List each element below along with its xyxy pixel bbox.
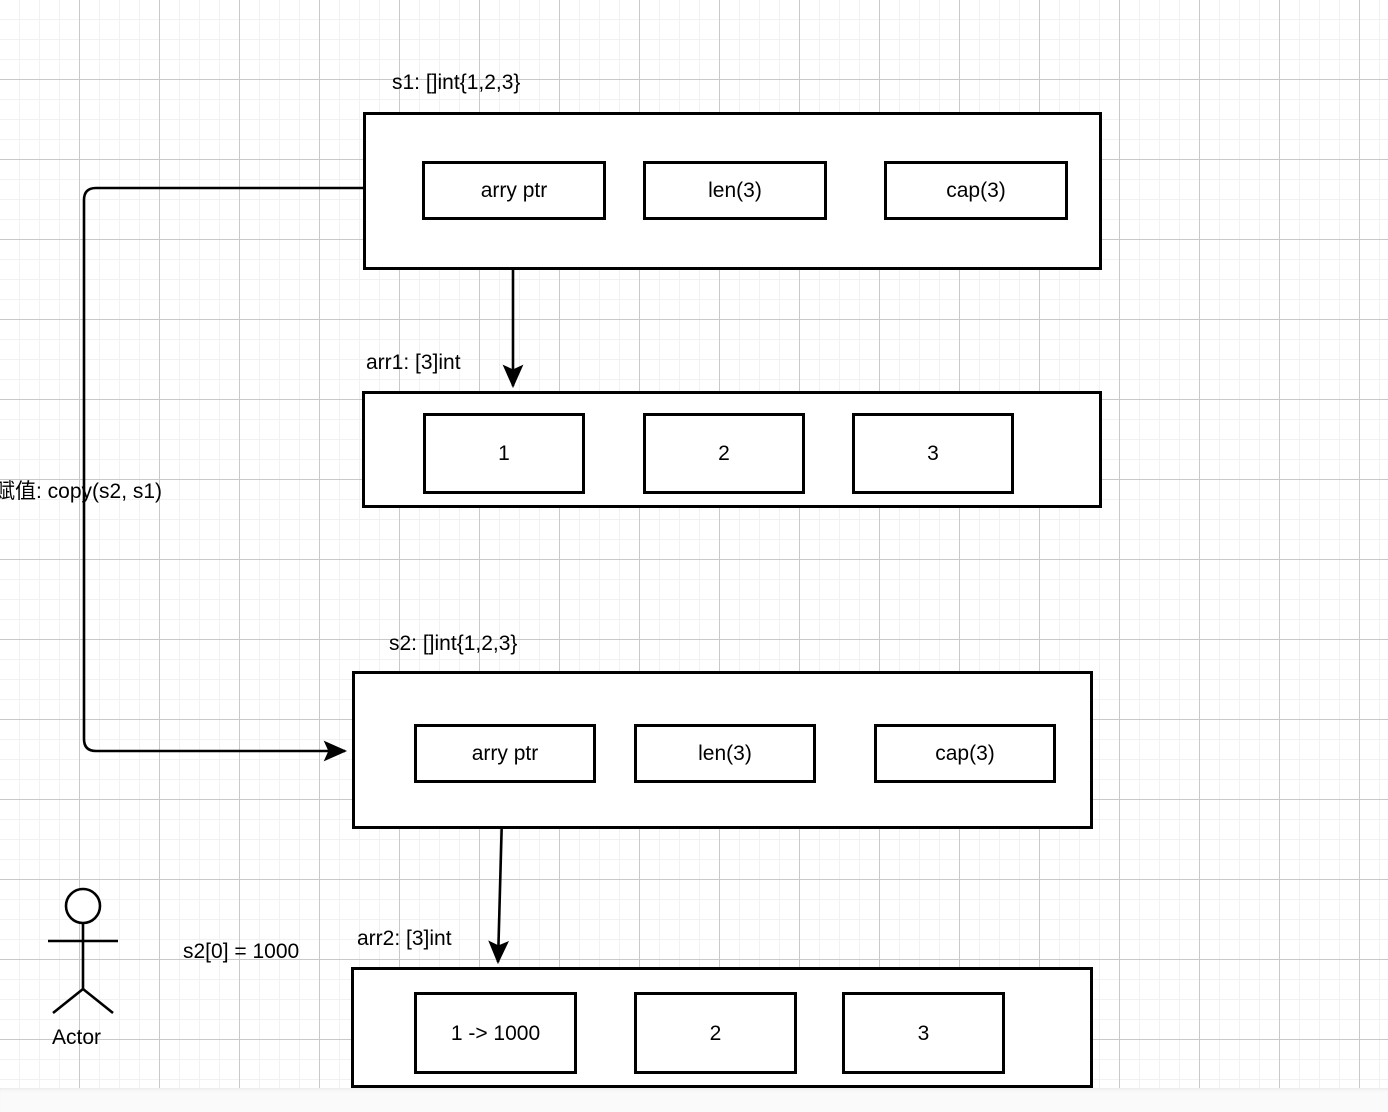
arr2-element-0[interactable]: 1 -> 1000 <box>414 992 577 1074</box>
arr2-element-0-label: 1 -> 1000 <box>450 1021 541 1045</box>
arr1-element-2[interactable]: 3 <box>852 413 1014 494</box>
struct-box-s1: arry ptr len(3) cap(3) <box>363 112 1102 270</box>
actor-name-label: Actor <box>52 1026 102 1049</box>
arr1-element-0[interactable]: 1 <box>423 413 585 494</box>
arr1-element-1-label: 2 <box>718 442 730 465</box>
s1-field-length[interactable]: len(3) <box>643 161 827 220</box>
struct-box-s2: arry ptr len(3) cap(3) <box>352 671 1093 829</box>
assign-note-label: s2[0] = 1000 <box>183 940 300 963</box>
arr2-title-label: arr2: [3]int <box>357 927 452 950</box>
arr2-element-1[interactable]: 2 <box>634 992 797 1074</box>
arr1-title-label: arr1: [3]int <box>366 351 461 374</box>
arr2-element-1-label: 2 <box>709 1021 722 1045</box>
s2-field-array-pointer-label: arry ptr <box>471 742 539 765</box>
s2-field-capacity-label: cap(3) <box>935 742 995 765</box>
s1-field-capacity[interactable]: cap(3) <box>884 161 1068 220</box>
array-box-arr1: 1 2 3 <box>362 391 1102 508</box>
s1-field-length-label: len(3) <box>708 179 762 202</box>
array-box-arr2: 1 -> 1000 2 3 <box>351 967 1093 1088</box>
s1-field-capacity-label: cap(3) <box>946 179 1006 202</box>
s2-field-capacity[interactable]: cap(3) <box>874 724 1056 783</box>
s1-field-array-pointer[interactable]: arry ptr <box>422 161 606 220</box>
s2-title-label: s2: []int{1,2,3} <box>389 632 518 655</box>
canvas-bottom-edge <box>0 1088 1388 1112</box>
arr1-element-0-label: 1 <box>498 442 510 465</box>
arr2-element-2[interactable]: 3 <box>842 992 1005 1074</box>
s2-field-array-pointer[interactable]: arry ptr <box>414 724 596 783</box>
arr1-element-2-label: 3 <box>927 442 939 465</box>
arr1-element-1[interactable]: 2 <box>643 413 805 494</box>
arr2-element-2-label: 3 <box>917 1021 930 1045</box>
s2-field-length[interactable]: len(3) <box>634 724 816 783</box>
s1-field-array-pointer-label: arry ptr <box>480 179 548 202</box>
s2-field-length-label: len(3) <box>698 742 752 765</box>
copy-edge-label: 赋值: copy(s2, s1) <box>0 480 163 503</box>
s1-title-label: s1: []int{1,2,3} <box>392 71 521 94</box>
